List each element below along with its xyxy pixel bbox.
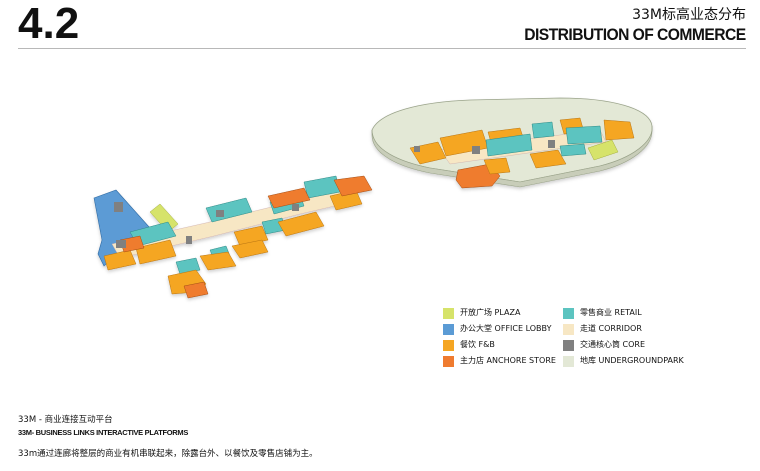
legend-swatch [443,323,454,335]
slab-edge [371,125,653,188]
core-e1 [472,146,480,154]
retail-block-e1 [485,133,533,157]
legend-item-core: 交通核心筒 CORE [563,338,645,352]
core-w1 [114,202,123,212]
legend-swatch [563,307,574,319]
legend-label: 交通核心筒 CORE [580,340,646,349]
page-title-en: DISTRIBUTION OF COMMERCE [524,25,747,44]
legend-item-office-lobby: 办公大堂 OFFICE LOBBY [443,322,551,336]
anchor-block-w4 [183,281,209,299]
east-building-plan [371,97,653,189]
legend-swatch [563,323,574,335]
legend-item-anchor-store: 主力店 ANCHORE STORE [443,354,556,368]
legend-label: 地库 UNDERGROUNDPARK [580,356,684,365]
fnb-block-w6 [199,251,237,271]
fnb-block-w8 [231,239,269,259]
legend-item-corridor: 走道 CORRIDOR [563,322,642,336]
fnb-block-e6 [529,149,567,169]
legend-item-retail: 零售商业 RETAIL [563,306,642,320]
west-building-plan [93,175,373,299]
retail-block-e2 [531,121,555,139]
fnb-block-w4 [277,211,325,237]
legend-item-underground-park: 地库 UNDERGROUNDPARK [563,354,684,368]
core-w4 [292,204,299,211]
core-w3 [216,210,224,217]
legend-label: 零售商业 RETAIL [580,308,642,317]
commerce-distribution-diagram [93,97,653,299]
core-e2 [548,140,555,148]
legend-swatch [563,339,574,351]
plaza-east [587,139,619,161]
legend-swatch [443,355,454,367]
legend-label: 走道 CORRIDOR [580,324,642,333]
page-title-cn: 33M标高业态分布 [632,7,746,23]
header-divider [18,48,746,49]
footer-title-cn: 33M - 商业连接互动平台 [18,415,113,425]
retail-block-w7 [175,257,201,275]
legend-label: 主力店 ANCHORE STORE [460,356,556,365]
core-w5 [186,236,192,244]
anchor-block-w2 [333,175,373,197]
anchor-block-e2 [483,157,511,175]
fnb-block-w2 [135,239,177,265]
legend-label: 餐饮 F&B [460,340,495,349]
retail-block-e3 [565,125,603,145]
section-number: 4.2 [18,0,80,48]
legend-label: 办公大堂 OFFICE LOBBY [460,324,552,333]
legend-item-plaza: 开放广场 PLAZA [443,306,520,320]
legend-swatch [443,339,454,351]
legend-item-fnb: 餐饮 F&B [443,338,495,352]
legend-label: 开放广场 PLAZA [460,308,521,317]
fnb-block-w1 [103,249,137,271]
retail-block-e4 [559,143,587,157]
fnb-block-e5 [603,119,635,141]
anchor-block-w1 [267,187,311,209]
legend: 开放广场 PLAZA 办公大堂 OFFICE LOBBY 餐饮 F&B 主力店 … [443,306,723,370]
core-w2 [116,240,126,248]
legend-swatch [443,307,454,319]
footer-description: 33m通过连廊将整层的商业有机串联起来，除露台外、以餐饮及零售店铺为主。 [18,449,318,459]
footer-title-en: 33M- BUSINESS LINKS INTERACTIVE PLATFORM… [18,428,189,437]
legend-swatch [563,355,574,367]
core-e3 [414,146,420,152]
